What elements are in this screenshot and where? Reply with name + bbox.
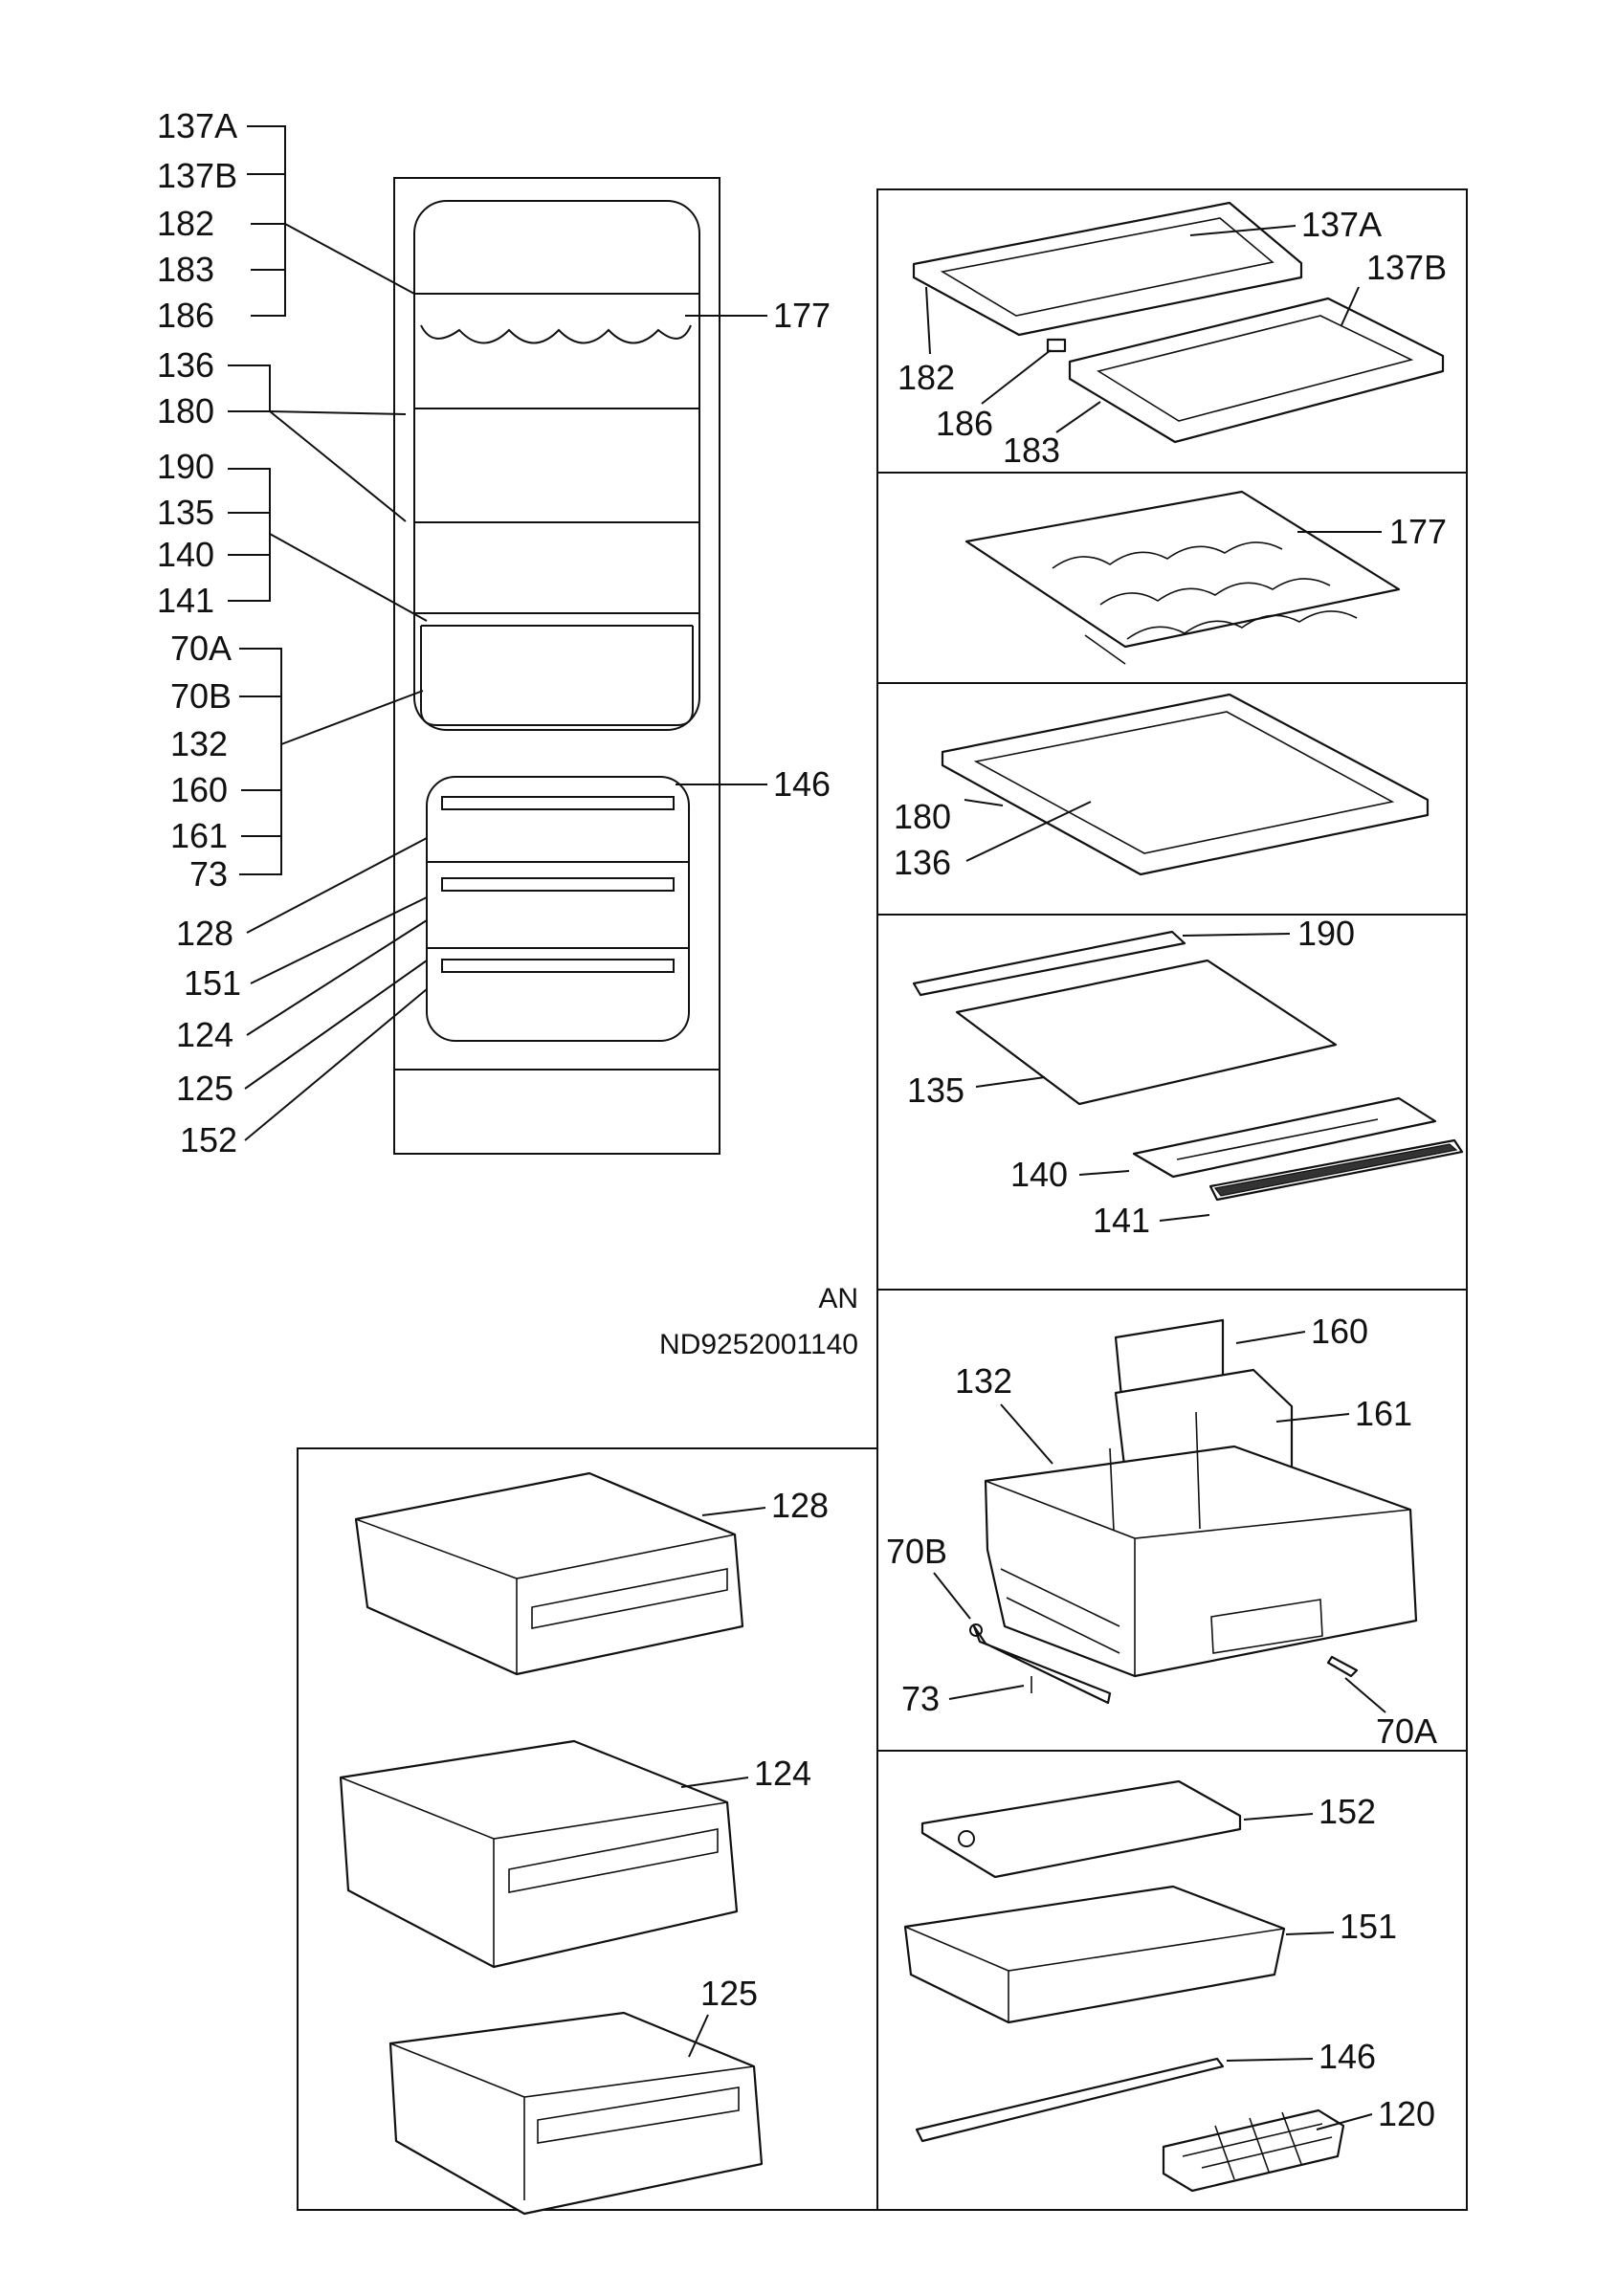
overview-label-136: 136 — [157, 345, 214, 385]
overview-label-190: 190 — [157, 447, 214, 486]
panel-label-183: 183 — [1003, 430, 1060, 470]
panel-label-137b: 137B — [1366, 248, 1447, 287]
panel-label-128: 128 — [771, 1486, 829, 1525]
panel-door-shelves: 137A 137B 182 186 183 — [898, 201, 1447, 470]
overview-label-140: 140 — [157, 535, 214, 574]
panel-label-125: 125 — [700, 1974, 758, 2013]
overview-label-183: 183 — [157, 250, 214, 289]
panel-label-137a: 137A — [1301, 205, 1382, 244]
panel-label-182: 182 — [898, 358, 955, 397]
panel-label-186: 186 — [936, 404, 993, 443]
panel-label-73: 73 — [901, 1679, 940, 1718]
overview-label-146: 146 — [773, 764, 831, 804]
panel-label-151: 151 — [1340, 1907, 1397, 1946]
panel-crisper-cover: 190 135 140 141 — [907, 914, 1464, 1240]
panel-wine-rack: 177 — [964, 490, 1447, 665]
overview-label-180: 180 — [157, 391, 214, 430]
panel-label-141: 141 — [1093, 1201, 1150, 1240]
panel-label-152: 152 — [1319, 1792, 1376, 1831]
overview-label-182: 182 — [157, 204, 214, 243]
overview-label-125: 125 — [176, 1069, 233, 1108]
overview-label-186: 186 — [157, 296, 214, 335]
panel-crisper-drawer: 160 132 161 70B 73 70A — [886, 1312, 1437, 1751]
overview-label-137a: 137A — [157, 106, 237, 145]
panel-label-177: 177 — [1389, 512, 1447, 551]
right-panel-column — [876, 188, 1468, 2211]
overview-label-132: 132 — [170, 724, 228, 763]
panel-label-124: 124 — [754, 1754, 811, 1793]
overview-label-70b: 70B — [170, 676, 232, 716]
panel-label-120: 120 — [1378, 2094, 1435, 2133]
overview-callouts: 137A 137B 182 183 186 136 180 190 135 14… — [157, 106, 831, 1159]
overview-label-70a: 70A — [170, 629, 232, 668]
overview-label-73: 73 — [189, 854, 228, 894]
overview-label-128: 128 — [176, 914, 233, 953]
document-number: ND9252001140 — [659, 1329, 858, 1360]
overview-label-161: 161 — [170, 816, 228, 855]
panel-label-70b: 70B — [886, 1532, 947, 1571]
panel-label-190: 190 — [1297, 914, 1355, 953]
panel-label-136: 136 — [894, 843, 951, 882]
panel-label-161: 161 — [1355, 1394, 1412, 1433]
panel-label-70a: 70A — [1376, 1711, 1437, 1751]
variant-code: AN — [818, 1283, 858, 1314]
overview-label-141: 141 — [157, 581, 214, 620]
overview-label-177: 177 — [773, 296, 831, 335]
overview-label-137b: 137B — [157, 156, 237, 195]
panel-freezer-accessories: 152 151 146 120 — [903, 1779, 1435, 2193]
panel-freezer-drawers: 128 124 125 — [339, 1471, 829, 2216]
panel-label-132: 132 — [955, 1361, 1012, 1401]
panel-glass-shelf: 180 136 — [894, 693, 1430, 882]
overview-label-152: 152 — [180, 1120, 237, 1159]
fridge-cabinet-overview — [393, 177, 720, 1155]
panel-label-160: 160 — [1311, 1312, 1368, 1351]
panel-label-180: 180 — [894, 797, 951, 836]
overview-label-135: 135 — [157, 493, 214, 532]
panel-label-135: 135 — [907, 1071, 964, 1110]
overview-label-151: 151 — [184, 963, 241, 1003]
panel-label-140: 140 — [1010, 1155, 1068, 1194]
panel-label-146: 146 — [1319, 2037, 1376, 2076]
overview-label-124: 124 — [176, 1015, 233, 1054]
overview-label-160: 160 — [170, 770, 228, 809]
drawer-panel-frame — [297, 1447, 878, 2211]
